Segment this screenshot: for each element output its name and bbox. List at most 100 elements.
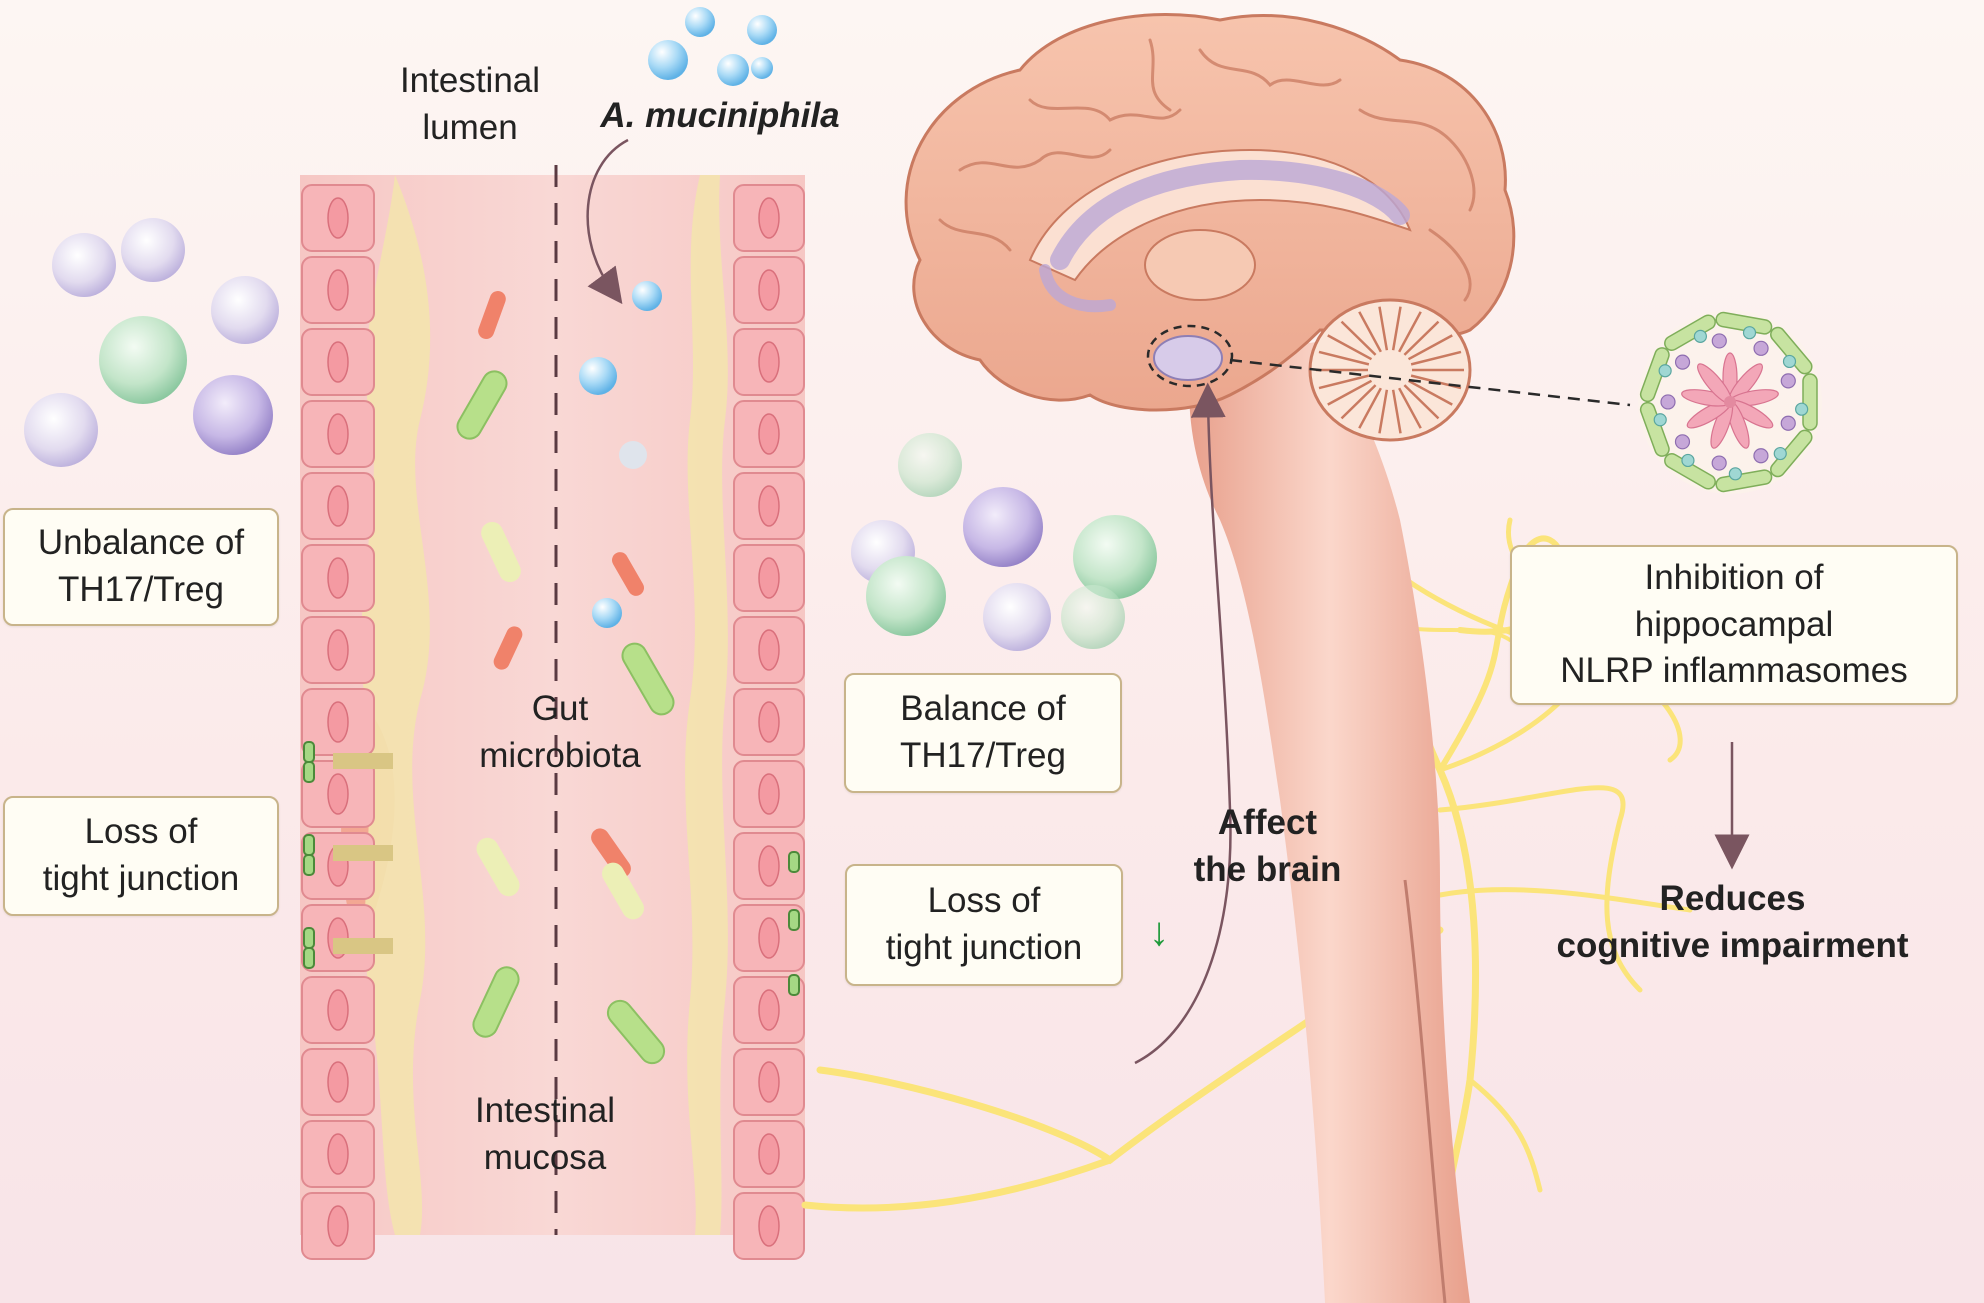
bacterium	[472, 966, 520, 1038]
spinal-cord	[1189, 340, 1470, 1303]
mucus-layer-left	[361, 175, 431, 1235]
junction-protein	[303, 761, 315, 783]
intestinal-mucosa-label: Intestinal mucosa	[474, 1091, 616, 1177]
junction-protein	[788, 909, 800, 931]
intestinal-lumen-label: Intestinal lumen	[399, 61, 541, 147]
cell-nucleus	[758, 917, 780, 959]
junction-protein	[303, 854, 315, 876]
brain-gyri	[938, 38, 1476, 302]
pathogenic-bacterium	[591, 828, 631, 878]
cell-nucleus	[327, 197, 349, 239]
cell-nucleus	[327, 1061, 349, 1103]
junction-protein	[788, 851, 800, 873]
cell-nucleus	[327, 557, 349, 599]
bacterium	[606, 999, 666, 1065]
t-cell	[211, 276, 279, 344]
akkermansia-cell	[632, 281, 662, 311]
nlrp-inflammasome	[1638, 310, 1822, 494]
affect-brain-label: Affect the brain	[1193, 803, 1342, 889]
akkermansia-cell-faded	[619, 441, 647, 469]
t-cell	[24, 393, 98, 467]
reduces-cognitive-impairment-label: Reduces cognitive impairment	[1556, 879, 1909, 965]
cell-nucleus	[758, 1205, 780, 1247]
hippocampus	[1153, 335, 1223, 381]
unbalance-th17-treg-box: Unbalance of TH17/Treg	[3, 508, 279, 626]
cell-nucleus	[758, 701, 780, 743]
bacterium	[456, 370, 508, 440]
hippocampus-connector	[1229, 358, 1631, 407]
t-cell	[121, 218, 185, 282]
cell-nucleus	[758, 773, 780, 815]
akkermansia-label: A. muciniphila	[600, 96, 840, 135]
cell-nucleus	[327, 1205, 349, 1247]
akkermansia-cluster	[648, 7, 777, 86]
pathogenic-bacterium	[478, 291, 506, 339]
inhibition-nlrp-box: Inhibition of hippocampal NLRP inflammas…	[1510, 545, 1958, 705]
cell-nucleus	[758, 413, 780, 455]
cell-nucleus	[758, 845, 780, 887]
akkermansia-cell	[579, 357, 617, 395]
junction-protein	[303, 741, 315, 763]
right-bacteria	[579, 281, 675, 1065]
cell-nucleus	[327, 341, 349, 383]
hippocampus-circle	[1146, 324, 1234, 388]
bacterium	[621, 642, 675, 716]
brain	[904, 12, 1516, 1303]
junction-protein	[303, 834, 315, 856]
cell-nucleus	[758, 1133, 780, 1175]
cell-nucleus	[758, 341, 780, 383]
cell-nucleus	[327, 485, 349, 527]
junction-gap	[333, 938, 393, 954]
epithelium-left	[301, 184, 375, 1260]
cell-nucleus	[758, 557, 780, 599]
tight-junctions-right	[788, 851, 800, 996]
cell-nucleus	[327, 413, 349, 455]
junction-gap	[333, 845, 393, 861]
loss-tight-junction-left-box: Loss of tight junction	[3, 796, 279, 916]
thalamus	[1144, 229, 1256, 301]
cell-nucleus	[758, 485, 780, 527]
t-cell	[52, 233, 116, 297]
cell-nucleus	[327, 773, 349, 815]
bacterium	[481, 521, 521, 583]
immune-cells-right	[851, 433, 1157, 651]
mucus-layer-right	[685, 175, 728, 1235]
cell-nucleus	[327, 701, 349, 743]
epithelium-right	[733, 184, 805, 1260]
junction-protein	[303, 947, 315, 969]
t-cell	[983, 583, 1051, 651]
junction-protein	[303, 927, 315, 949]
cell-nucleus	[327, 629, 349, 671]
balance-th17-treg-box: Balance of TH17/Treg	[844, 673, 1122, 793]
cell-nucleus	[758, 989, 780, 1031]
cell-nucleus	[327, 269, 349, 311]
cerebellum	[1308, 298, 1472, 442]
gut-microbiota-label: Gut microbiota	[479, 689, 641, 775]
affect-brain-arrow	[1134, 382, 1232, 1065]
pathogenic-bacterium	[612, 552, 644, 596]
loss-tight-junction-right-box: Loss of tight junction	[845, 864, 1123, 986]
cell-nucleus	[327, 1133, 349, 1175]
pathogenic-bacterium	[493, 626, 523, 670]
cell-nucleus	[758, 269, 780, 311]
treg-cell	[866, 556, 946, 636]
treg-cell	[898, 433, 962, 497]
th17-cell	[193, 375, 273, 455]
junction-gap	[333, 753, 393, 769]
cell-nucleus	[327, 989, 349, 1031]
decrease-indicator-arrow: ↓	[1149, 910, 1169, 954]
immune-cells-left	[24, 218, 279, 467]
ventricle	[1050, 159, 1410, 270]
treg-cell	[1061, 585, 1125, 649]
tight-junctions-left	[303, 741, 393, 969]
junction-protein	[788, 974, 800, 996]
th17-cell	[963, 487, 1043, 567]
intestine	[300, 7, 805, 1260]
akkermansia-arrow	[586, 138, 629, 305]
treg-cell	[1073, 515, 1157, 599]
akkermansia-cell	[592, 598, 622, 628]
gut-bacteria	[456, 291, 523, 1038]
cell-nucleus	[758, 629, 780, 671]
bacterium	[602, 862, 644, 920]
